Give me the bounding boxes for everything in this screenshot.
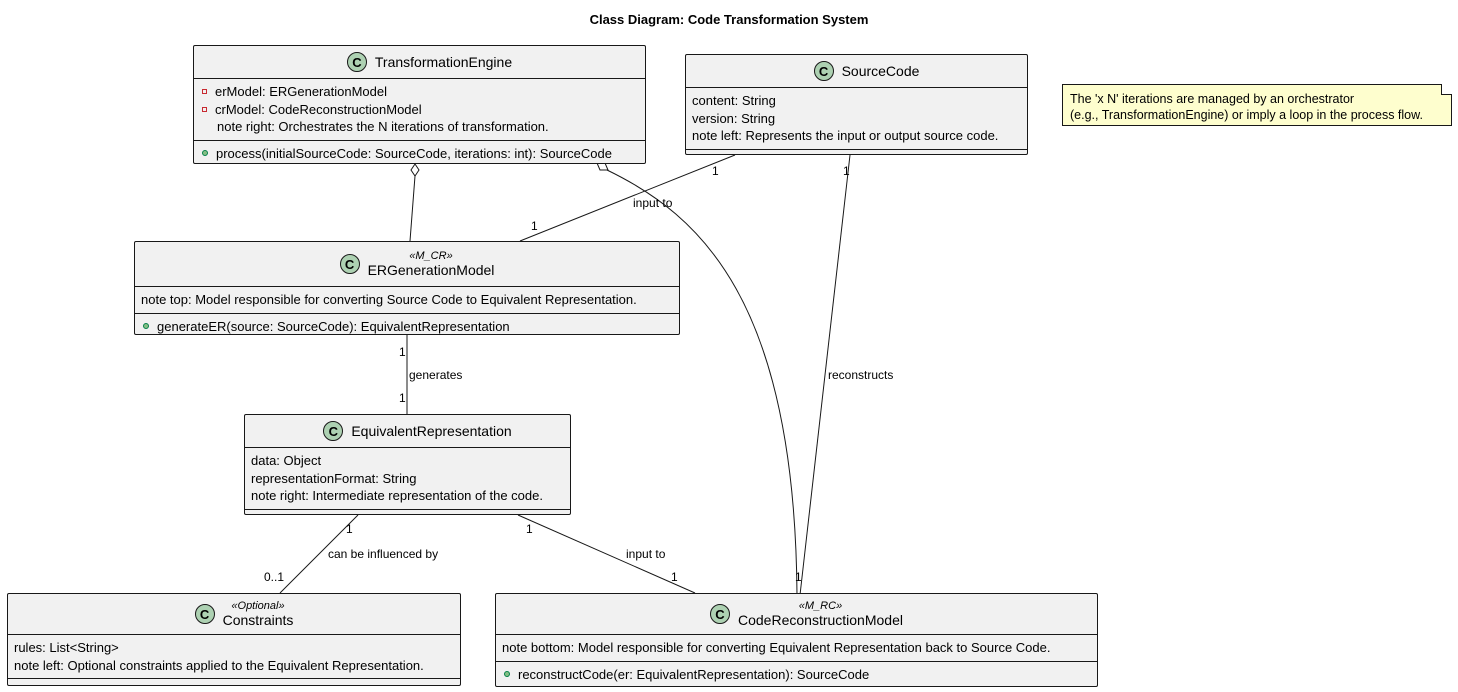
attribute: note left: Optional constraints applied … <box>14 657 424 673</box>
attributes-section: content: String version: String note lef… <box>686 88 1027 150</box>
methods-section: process(initialSourceCode: SourceCode, i… <box>194 141 645 167</box>
attribute: note top: Model responsible for converti… <box>141 292 637 307</box>
label-er-eq: generates <box>409 368 463 382</box>
label-eq-cr: input to <box>626 547 666 561</box>
class-c-icon: C <box>813 61 834 81</box>
association-line-eq-constraints <box>279 514 359 594</box>
attribute: representationFormat: String <box>251 470 417 486</box>
methods-section: reconstructCode(er: EquivalentRepresenta… <box>496 662 1097 688</box>
class-c-icon: C <box>346 52 367 72</box>
class-name: Constraints <box>222 612 294 628</box>
mult-eq-cr-source: 1 <box>526 522 533 536</box>
mult-source-er-target: 1 <box>531 219 538 233</box>
attributes-section: rules: List<String> note left: Optional … <box>8 635 460 679</box>
attribute: note right: Intermediate representation … <box>251 488 543 503</box>
aggregation-line-er <box>409 175 416 242</box>
attributes-section: note top: Model responsible for converti… <box>135 287 679 314</box>
association-line-source-cr <box>799 154 851 596</box>
class-name: TransformationEngine <box>374 54 513 70</box>
attribute: version: String <box>692 110 776 126</box>
mult-er-eq-target: 1 <box>399 391 406 405</box>
attribute: note right: Orchestrates the N iteration… <box>217 119 549 134</box>
class-header: C «M_CR» ERGenerationModel <box>135 242 679 287</box>
attribute: rules: List<String> <box>14 640 119 655</box>
mult-source-cr-target: 1 <box>795 570 802 584</box>
diagram-note: The 'x N' iterations are managed by an o… <box>1062 84 1452 126</box>
attribute: note bottom: Model responsible for conve… <box>502 640 1051 655</box>
class-header: C «Optional» Constraints <box>8 594 460 635</box>
class-c-icon: C <box>323 421 344 441</box>
methods-section: generateER(source: SourceCode): Equivale… <box>135 314 679 340</box>
public-visibility-icon <box>143 323 149 330</box>
attribute: content: String <box>692 93 776 108</box>
mult-source-cr-source: 1 <box>843 164 850 178</box>
stereotype: «M_RC» <box>798 600 843 612</box>
methods-section <box>686 150 1027 156</box>
public-visibility-icon <box>202 150 208 157</box>
aggregation-diamond-er <box>410 163 420 177</box>
diagram-title: Class Diagram: Code Transformation Syste… <box>589 12 869 27</box>
class-name: SourceCode <box>841 63 920 79</box>
public-visibility-icon <box>504 671 510 678</box>
stereotype: «M_CR» <box>409 250 453 262</box>
class-name: EquivalentRepresentation <box>351 423 512 439</box>
attributes-section: note bottom: Model responsible for conve… <box>496 635 1097 662</box>
note-line: (e.g., TransformationEngine) or imply a … <box>1070 108 1423 122</box>
aggregation-line-cr <box>606 169 798 596</box>
mult-er-eq-source: 1 <box>399 345 406 359</box>
class-name: CodeReconstructionModel <box>738 612 903 628</box>
attribute: data: Object <box>251 453 322 468</box>
class-header: C TransformationEngine <box>194 46 645 79</box>
attribute: crModel: CodeReconstructionModel <box>215 101 422 117</box>
mult-eq-cr-target: 1 <box>671 570 678 584</box>
attributes-section: erModel: ERGenerationModel crModel: Code… <box>194 79 645 141</box>
note-fold-icon <box>1441 84 1452 95</box>
mult-eq-constraints-target: 0..1 <box>264 570 285 584</box>
class-header: C EquivalentRepresentation <box>245 415 570 448</box>
attributes-section: data: Object representationFormat: Strin… <box>245 448 570 510</box>
association-line-source-er <box>519 154 736 242</box>
label-source-cr: reconstructs <box>828 368 894 382</box>
private-visibility-icon <box>202 106 207 112</box>
association-line-eq-cr <box>517 514 696 594</box>
method: reconstructCode(er: EquivalentRepresenta… <box>518 666 870 682</box>
note-line: The 'x N' iterations are managed by an o… <box>1070 92 1355 106</box>
attribute: note left: Represents the input or outpu… <box>692 128 999 143</box>
class-header: C SourceCode <box>686 55 1027 88</box>
method: generateER(source: SourceCode): Equivale… <box>157 318 510 334</box>
class-er-generation-model[interactable]: C «M_CR» ERGenerationModel note top: Mod… <box>134 241 680 335</box>
label-source-er: input to <box>633 196 673 210</box>
class-source-code[interactable]: C SourceCode content: String version: St… <box>685 54 1028 155</box>
class-equivalent-representation[interactable]: C EquivalentRepresentation data: Object … <box>244 414 571 515</box>
class-name: ERGenerationModel <box>367 262 495 278</box>
class-c-icon: C <box>194 604 215 624</box>
label-eq-constraints: can be influenced by <box>328 547 439 561</box>
class-transformation-engine[interactable]: C TransformationEngine erModel: ERGenera… <box>193 45 646 164</box>
method: process(initialSourceCode: SourceCode, i… <box>216 145 612 161</box>
class-constraints[interactable]: C «Optional» Constraints rules: List<Str… <box>7 593 461 686</box>
mult-eq-constraints-source: 1 <box>346 522 353 536</box>
methods-section <box>8 679 460 685</box>
attribute: erModel: ERGenerationModel <box>215 84 387 99</box>
class-code-reconstruction-model[interactable]: C «M_RC» CodeReconstructionModel note bo… <box>495 593 1098 687</box>
methods-section <box>245 510 570 516</box>
private-visibility-icon <box>202 89 207 95</box>
mult-source-er-source: 1 <box>712 164 719 178</box>
class-header: C «M_RC» CodeReconstructionModel <box>496 594 1097 635</box>
stereotype: «Optional» <box>231 600 285 612</box>
class-c-icon: C <box>710 604 730 624</box>
class-c-icon: C <box>339 254 360 274</box>
